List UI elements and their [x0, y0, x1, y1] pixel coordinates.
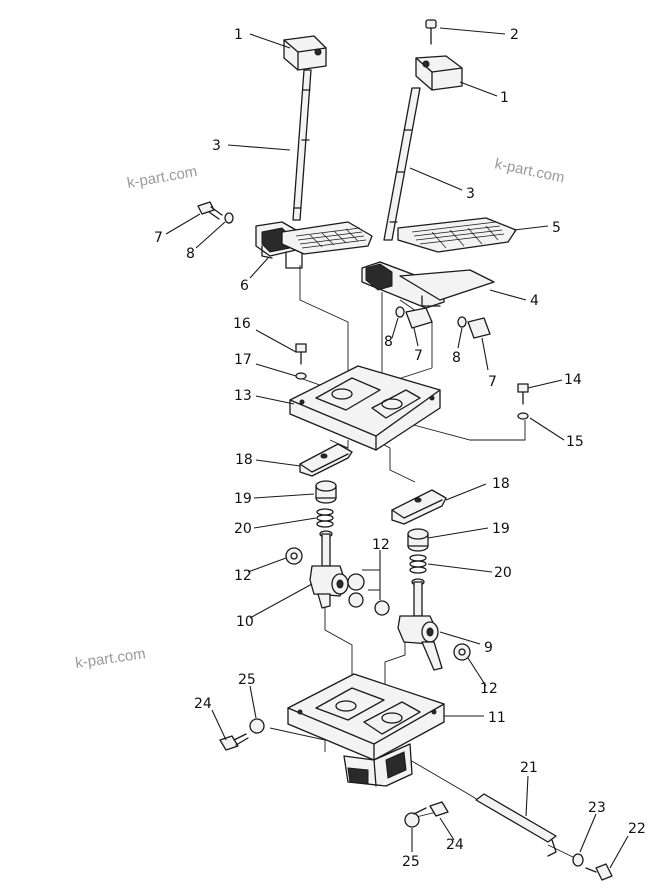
spring-right-20: [409, 554, 427, 574]
callout-label: 9: [484, 640, 493, 656]
nut-25-left: [249, 718, 265, 734]
callout-label: 14: [564, 372, 582, 388]
callout-label: 1: [500, 90, 509, 106]
watermark: k-part.com: [493, 155, 566, 186]
left-lever-knob: [283, 35, 327, 71]
watermark: k-part.com: [126, 163, 199, 192]
left-bolt-7: [197, 201, 234, 224]
bolt-14-washer-15: [517, 383, 529, 420]
leader-lines: [165, 27, 629, 869]
right-bolts-7-8: [395, 306, 491, 339]
callout-label: 25: [238, 672, 256, 688]
cover-right-18: [391, 489, 447, 525]
callout-label: 2: [510, 27, 519, 43]
bolt-16-washer-17: [295, 343, 307, 380]
bolt-24-left: [219, 733, 249, 751]
callout-label: 15: [566, 434, 584, 450]
callout-label: 20: [234, 521, 252, 537]
callout-label: 23: [588, 800, 606, 816]
bolt-22: [585, 863, 613, 881]
callout-label: 8: [452, 350, 461, 366]
bushings-12: [285, 547, 471, 661]
callout-label: 16: [233, 316, 251, 332]
right-pedal: [397, 217, 517, 253]
right-lever-knob: [415, 55, 463, 91]
callout-label: 18: [235, 452, 253, 468]
callout-label: 7: [154, 230, 163, 246]
callout-label: 17: [234, 352, 252, 368]
callout-label: 8: [186, 246, 195, 262]
callout-label: 3: [212, 138, 221, 154]
callout-label: 24: [194, 696, 212, 712]
lower-guide-plate: [287, 673, 445, 761]
callout-label: 6: [240, 278, 249, 294]
right-knob-screw-2: [425, 19, 437, 45]
rod-21: [475, 793, 557, 857]
callout-label: 18: [492, 476, 510, 492]
shaft-right-9: [397, 578, 443, 671]
callout-label: 20: [494, 565, 512, 581]
mount-bracket: [343, 743, 413, 787]
callout-label: 5: [552, 220, 561, 236]
assembly-lines: [269, 265, 576, 859]
callout-label: 7: [488, 374, 497, 390]
callout-label: 1: [234, 27, 243, 43]
callout-label: 12: [480, 681, 498, 697]
left-pedal: [281, 221, 373, 255]
boot-right-19: [407, 528, 429, 552]
spring-left-20: [316, 508, 334, 528]
callout-label: 3: [466, 186, 475, 202]
watermark: k-part.com: [74, 645, 147, 672]
shaft-left-10: [309, 530, 349, 609]
cover-left-18: [299, 443, 353, 477]
callout-labels: 1 2 1 3 3 7 8 5 6 4 8 7 8 7 16 17 14 13 …: [154, 27, 646, 870]
callout-label: 25: [402, 854, 420, 870]
callout-label: 12: [234, 568, 252, 584]
callout-label: 4: [530, 293, 539, 309]
callout-label: 12: [372, 537, 390, 553]
bolt-24-bottom: [413, 801, 449, 817]
left-lever-rod: [292, 69, 312, 221]
boot-left-19: [315, 480, 337, 504]
right-lever-rod: [383, 87, 421, 241]
callout-label: 19: [234, 491, 252, 507]
callout-label: 24: [446, 837, 464, 853]
washer-23: [572, 853, 584, 867]
nut-25-bottom: [404, 812, 420, 828]
callout-label: 22: [628, 821, 646, 837]
callout-label: 7: [414, 348, 423, 364]
callout-label: 19: [492, 521, 510, 537]
callout-label: 10: [236, 614, 254, 630]
callout-label: 11: [488, 710, 506, 726]
upper-guide-plate: [289, 365, 441, 451]
callout-label: 13: [234, 388, 252, 404]
callout-label: 21: [520, 760, 538, 776]
right-lever-bracket-4: [361, 261, 495, 309]
callout-label: 8: [384, 334, 393, 350]
